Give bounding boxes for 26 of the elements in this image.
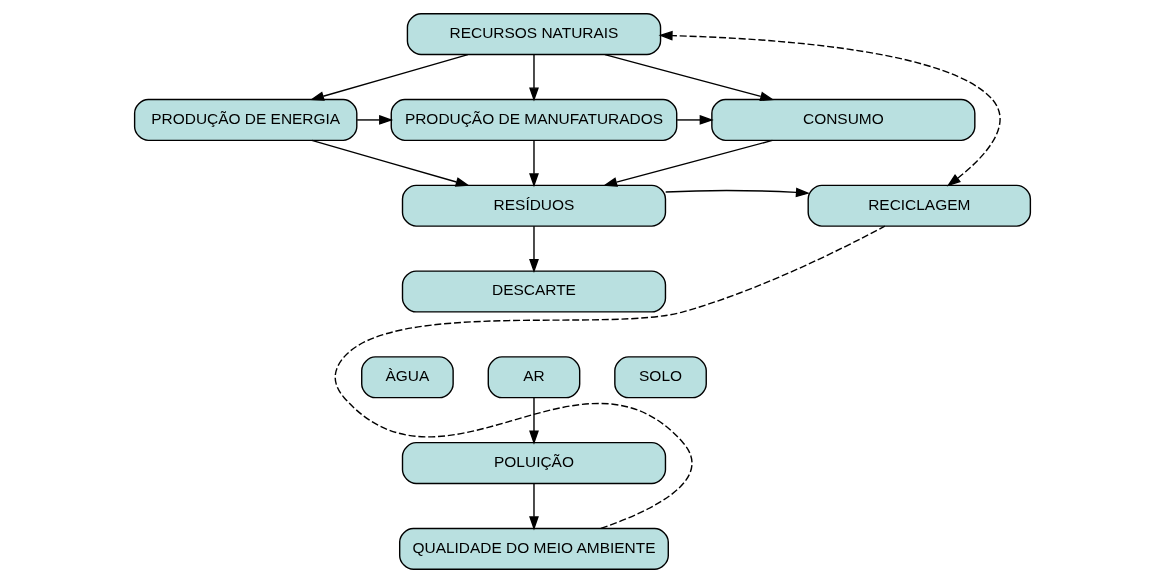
arrow [604, 53, 775, 102]
node-box: POLUIÇÃO [401, 441, 667, 485]
arrow [311, 139, 470, 187]
node-box: QUALIDADE DO MEIO AMBIENTE [399, 527, 669, 570]
arrow [529, 139, 539, 188]
arrow [356, 115, 394, 125]
arrow [529, 54, 539, 102]
node-box: SOLO [614, 356, 707, 399]
node-box: PRODUÇÃO DE MANUFATURADOS [390, 98, 678, 142]
arrow [310, 53, 469, 101]
arrow [529, 483, 539, 531]
node-box: RECURSOS NATURAIS [406, 13, 662, 56]
node-box: RECICLAGEM [807, 184, 1032, 227]
arrow [664, 187, 810, 198]
node-box: AR [487, 356, 581, 399]
arrow [529, 397, 539, 445]
node-box: PRODUÇÃO DE ENERGIA [133, 98, 358, 142]
node-box: CONSUMO [711, 98, 976, 142]
connector [334, 225, 886, 530]
node-box: RESÍDUOS [401, 184, 667, 227]
node-box: ÀGUA [361, 356, 454, 399]
node-box: DESCARTE [401, 270, 667, 313]
arrow [603, 139, 774, 187]
arrow [676, 115, 714, 125]
arrow [658, 30, 1001, 187]
arrow [529, 225, 539, 274]
